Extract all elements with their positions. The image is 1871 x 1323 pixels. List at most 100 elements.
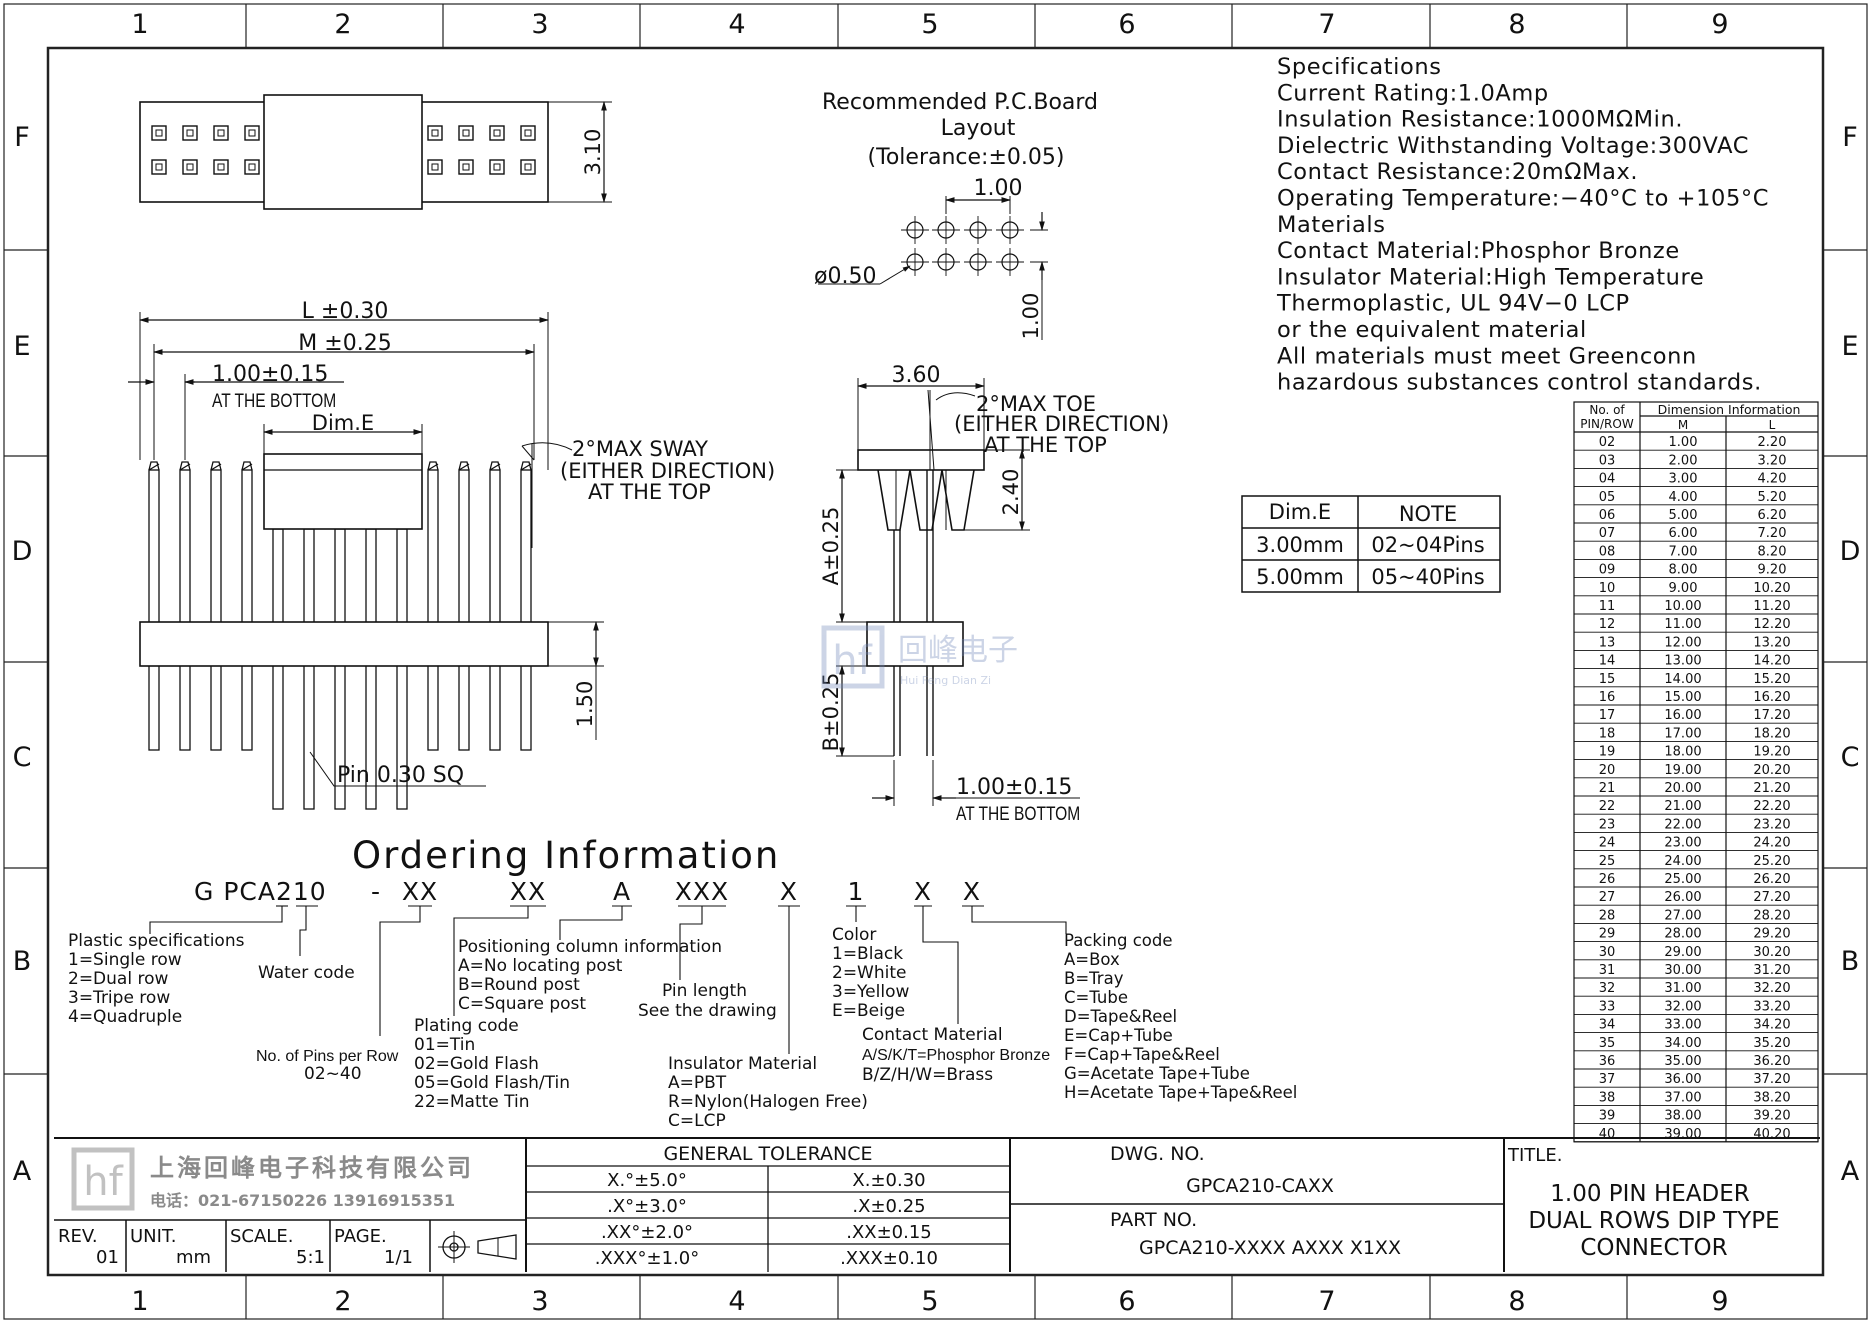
dim-table-cell: 20 [1599,763,1616,778]
sway-note-2: (EITHER DIRECTION) [560,459,775,483]
front-dim-e: Dim.E [312,411,374,435]
order-code-part: A [613,877,631,906]
dim-table-cell: 32.20 [1753,981,1790,996]
dim-table-cell: 27.20 [1753,890,1790,905]
side-a-dim: A±0.25 [819,507,843,586]
side-height-dim: 2.40 [999,469,1023,516]
sway-note-3: AT THE TOP [588,480,711,504]
dim-table-cell: 34 [1599,1018,1616,1033]
dim-table-cell: 35 [1599,1036,1616,1051]
spec-line: Current Rating:1.0Amp [1277,80,1549,106]
company-phone: 电话：021-67150226 13916915351 [150,1191,455,1210]
dim-table-head: L [1769,418,1776,432]
dim-table-cell: 37 [1599,1072,1616,1087]
side-width-dim: 3.60 [892,363,941,388]
spec-line: Operating Temperature:−40°C to +105°C [1277,186,1769,212]
dim-table-cell: 30.00 [1664,963,1701,978]
dim-table-cell: 36.00 [1664,1072,1701,1087]
dim-table-cell: 22 [1599,799,1616,814]
title-block [54,1137,1820,1272]
pins-per-row: No. of Pins per Row [256,1048,399,1065]
dim-table-cell: 5.20 [1758,490,1787,505]
dim-table-cell: 6.00 [1669,526,1698,541]
zone-col-label: 3 [531,9,548,40]
dim-table-cell: 31 [1599,963,1616,978]
dim-table-cell: 20.00 [1664,781,1701,796]
plastic-spec: 1=Single row [68,950,182,970]
dim-table-cell: 40.20 [1753,1127,1790,1142]
dim-table-cell: 19.20 [1753,745,1790,760]
dim-table-cell: 11.00 [1664,617,1701,632]
packing-code: C=Tube [1064,988,1128,1007]
dim-e-head-1: Dim.E [1269,500,1331,524]
insulator-material: R=Nylon(Halogen Free) [668,1092,868,1112]
dim-table-cell: 23.20 [1753,817,1790,832]
dim-table-cell: 34.20 [1753,1018,1790,1033]
dim-e-cell: 5.00mm [1256,565,1344,589]
spec-line: Contact Resistance:20mΩMax. [1277,159,1638,185]
unit-value: mm [176,1247,211,1268]
packing-code: F=Cap+Tape&Reel [1064,1045,1220,1064]
order-code-part: - [371,877,381,906]
dim-table-cell: 15 [1599,672,1616,687]
dim-table-cell: 37.20 [1753,1072,1790,1087]
side-pitch-dim: 1.00±0.15 [956,775,1072,800]
dim-table-cell: 25.20 [1753,854,1790,869]
dim-table-cell: 21.00 [1664,799,1701,814]
zone-col-label: 6 [1118,9,1135,40]
dim-table-cell: 16 [1599,690,1616,705]
dim-table-cell: 18.20 [1753,726,1790,741]
dim-table-cell: 24 [1599,836,1616,851]
dim-table-cell: 40 [1599,1127,1616,1142]
dim-table-cell: 26.20 [1753,872,1790,887]
zone-row-label: F [1842,122,1858,153]
contact-material: Contact Material [862,1025,1003,1045]
dim-table-cell: 6.20 [1758,508,1787,523]
dim-table-cell: 11 [1599,599,1616,614]
ordering-title: Ordering Information [352,834,780,877]
packing-code: H=Acetate Tape+Tape&Reel [1064,1083,1297,1102]
tolerance-angle: .XX°±2.0° [601,1222,693,1243]
order-code-part: XX [402,877,438,906]
dim-table-cell: 36.20 [1753,1054,1790,1069]
dim-table-cell: 16.00 [1664,708,1701,723]
dim-table-cell: 14.20 [1753,654,1790,669]
dim-table-head: M [1678,418,1688,432]
title-line-1: 1.00 PIN HEADER [1550,1181,1749,1207]
dim-table-cell: 10 [1599,581,1616,596]
dim-table-cell: 9.00 [1669,581,1698,596]
spec-line: Contact Material:Phosphor Bronze [1277,238,1680,264]
pin-length: Pin length [662,981,747,1001]
zone-col-label: 1 [131,1286,148,1317]
dim-table-cell: 06 [1599,508,1616,523]
spec-line: Materials [1277,212,1386,238]
pcb-title-1: Recommended P.C.Board [822,90,1098,115]
zone-col-label: 2 [334,9,351,40]
dim-table-cell: 21.20 [1753,781,1790,796]
dim-table-cell: 10.20 [1753,581,1790,596]
dim-table-cell: 8.00 [1669,563,1698,578]
tolerance-linear: .XXX±0.10 [840,1248,938,1269]
spec-line: hazardous substances control standards. [1277,370,1762,396]
dim-table-cell: 14.00 [1664,672,1701,687]
watermark-text: 回峰电子 [898,633,1018,668]
dim-table-cell: 3.00 [1669,472,1698,487]
dim-table-cell: 08 [1599,544,1616,559]
dim-table-cell: 17 [1599,708,1616,723]
zone-col-label: 2 [334,1286,351,1317]
side-view [836,378,1080,806]
dwg-number: GPCA210-CAXX [1186,1175,1334,1197]
dim-table-cell: 07 [1599,526,1616,541]
dim-table-cell: 29.20 [1753,927,1790,942]
packing-code: D=Tape&Reel [1064,1007,1177,1026]
color-code: 2=White [832,963,907,983]
dim-e-cell: 02~04Pins [1371,533,1484,557]
dim-e-table [1241,495,1501,593]
dim-table-cell: 37.00 [1664,1090,1701,1105]
dim-table-cell: 22.00 [1664,817,1701,832]
dim-table-cell: 33.20 [1753,999,1790,1014]
order-code-part: X [914,877,932,906]
contact-material: B/Z/H/W=Brass [862,1065,993,1085]
